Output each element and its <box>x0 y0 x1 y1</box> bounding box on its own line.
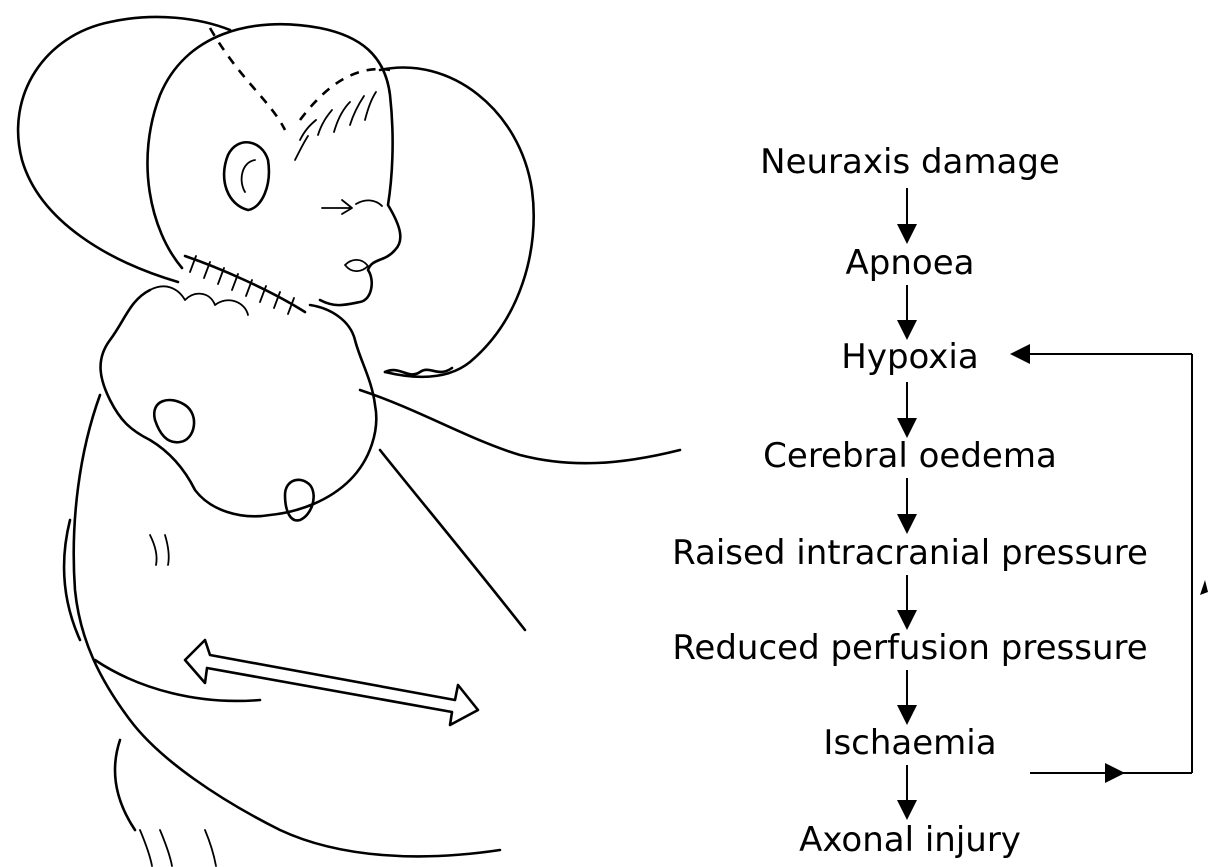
loop-up-arrowhead <box>1200 580 1208 595</box>
